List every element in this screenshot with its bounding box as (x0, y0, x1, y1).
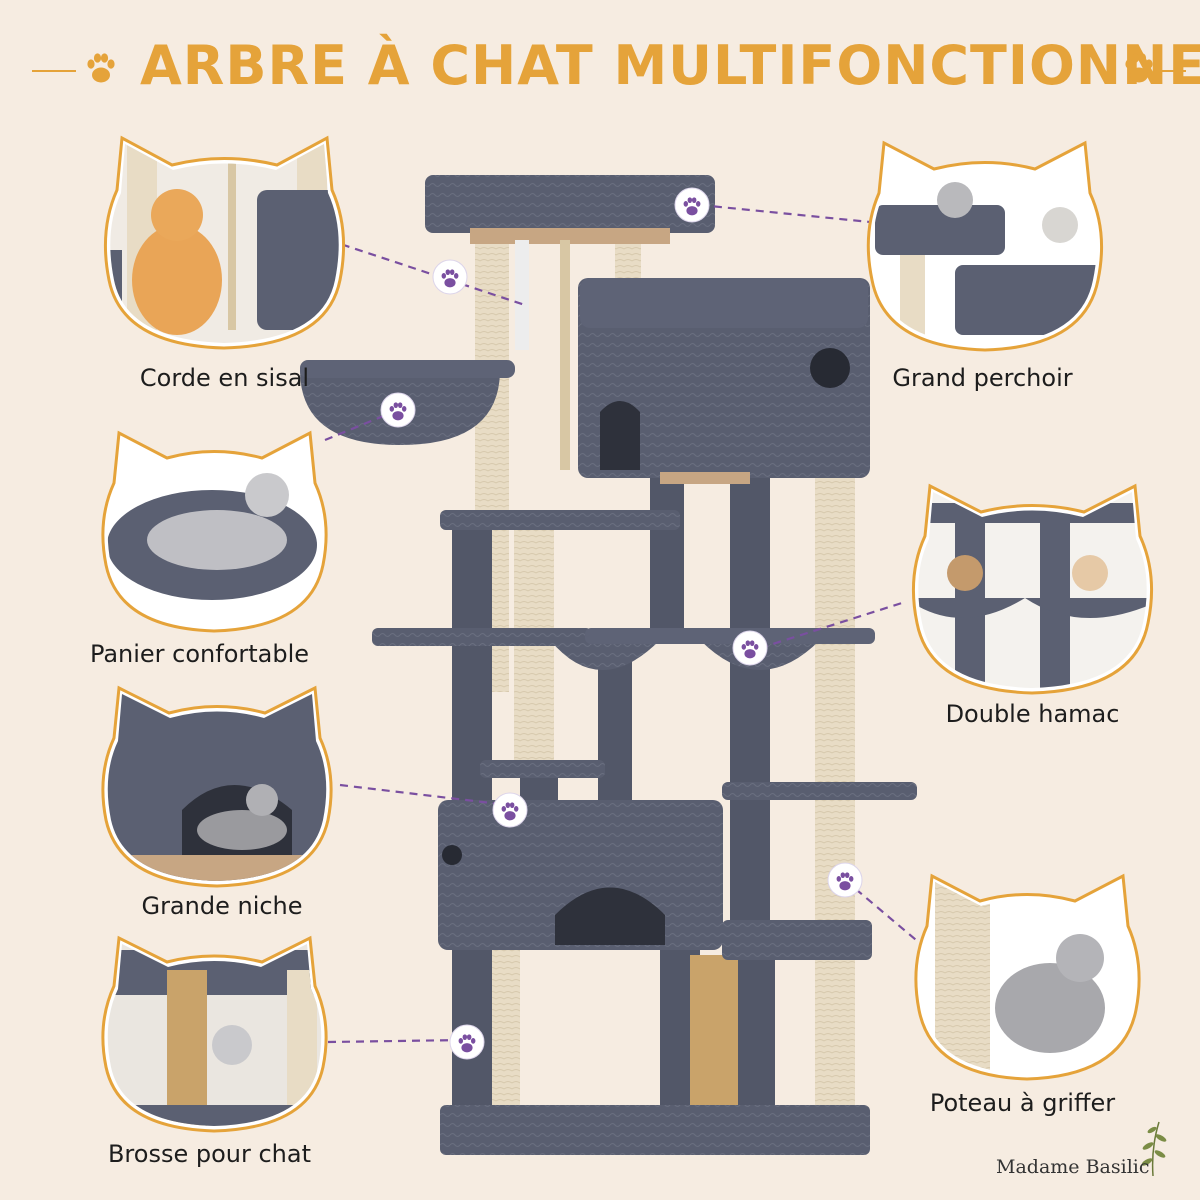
brush-post (690, 955, 738, 1110)
plush-post (735, 955, 775, 1115)
feature-photo-sisal-rope (103, 135, 346, 350)
feature-photo-hammock (911, 483, 1154, 695)
plush-post (730, 470, 770, 940)
platform (722, 920, 872, 960)
brand-name: Madame Basilic (996, 1156, 1150, 1178)
page-title: ARBRE À CHAT MULTIFONCTIONNEL (140, 34, 1200, 97)
feature-label: Grande niche (141, 892, 303, 920)
feature-label: Poteau à griffer (929, 1089, 1116, 1117)
plush-post (452, 520, 492, 800)
platform (722, 782, 917, 800)
feature-photo-basket (101, 430, 328, 633)
platform (440, 510, 680, 530)
feature-label: Panier confortable (89, 640, 310, 668)
feature-photo-condo (101, 685, 333, 888)
feature-label: Grand perchoir (892, 364, 1073, 392)
feature-label: Double hamac (945, 700, 1120, 728)
sisal-post (815, 960, 855, 1110)
feature-photo-scratching-post (914, 873, 1141, 1081)
feature-label: Corde en sisal (139, 364, 310, 392)
hammock (550, 640, 660, 670)
title-rule-right (1162, 70, 1186, 72)
leaf-logo-icon (1141, 1121, 1167, 1177)
plush-post (650, 470, 684, 640)
feature-photo-brush (101, 935, 328, 1133)
platform (480, 760, 605, 778)
sisal-post (514, 520, 554, 775)
platform (372, 628, 592, 646)
feature-photo-perch (866, 140, 1104, 352)
top-perch (425, 175, 715, 233)
feature-label: Brosse pour chat (107, 1140, 312, 1168)
title-rule-left (32, 70, 76, 72)
base-platform (440, 1105, 870, 1155)
title-row: ARBRE À CHAT MULTIFONCTIONNEL (0, 28, 1200, 108)
